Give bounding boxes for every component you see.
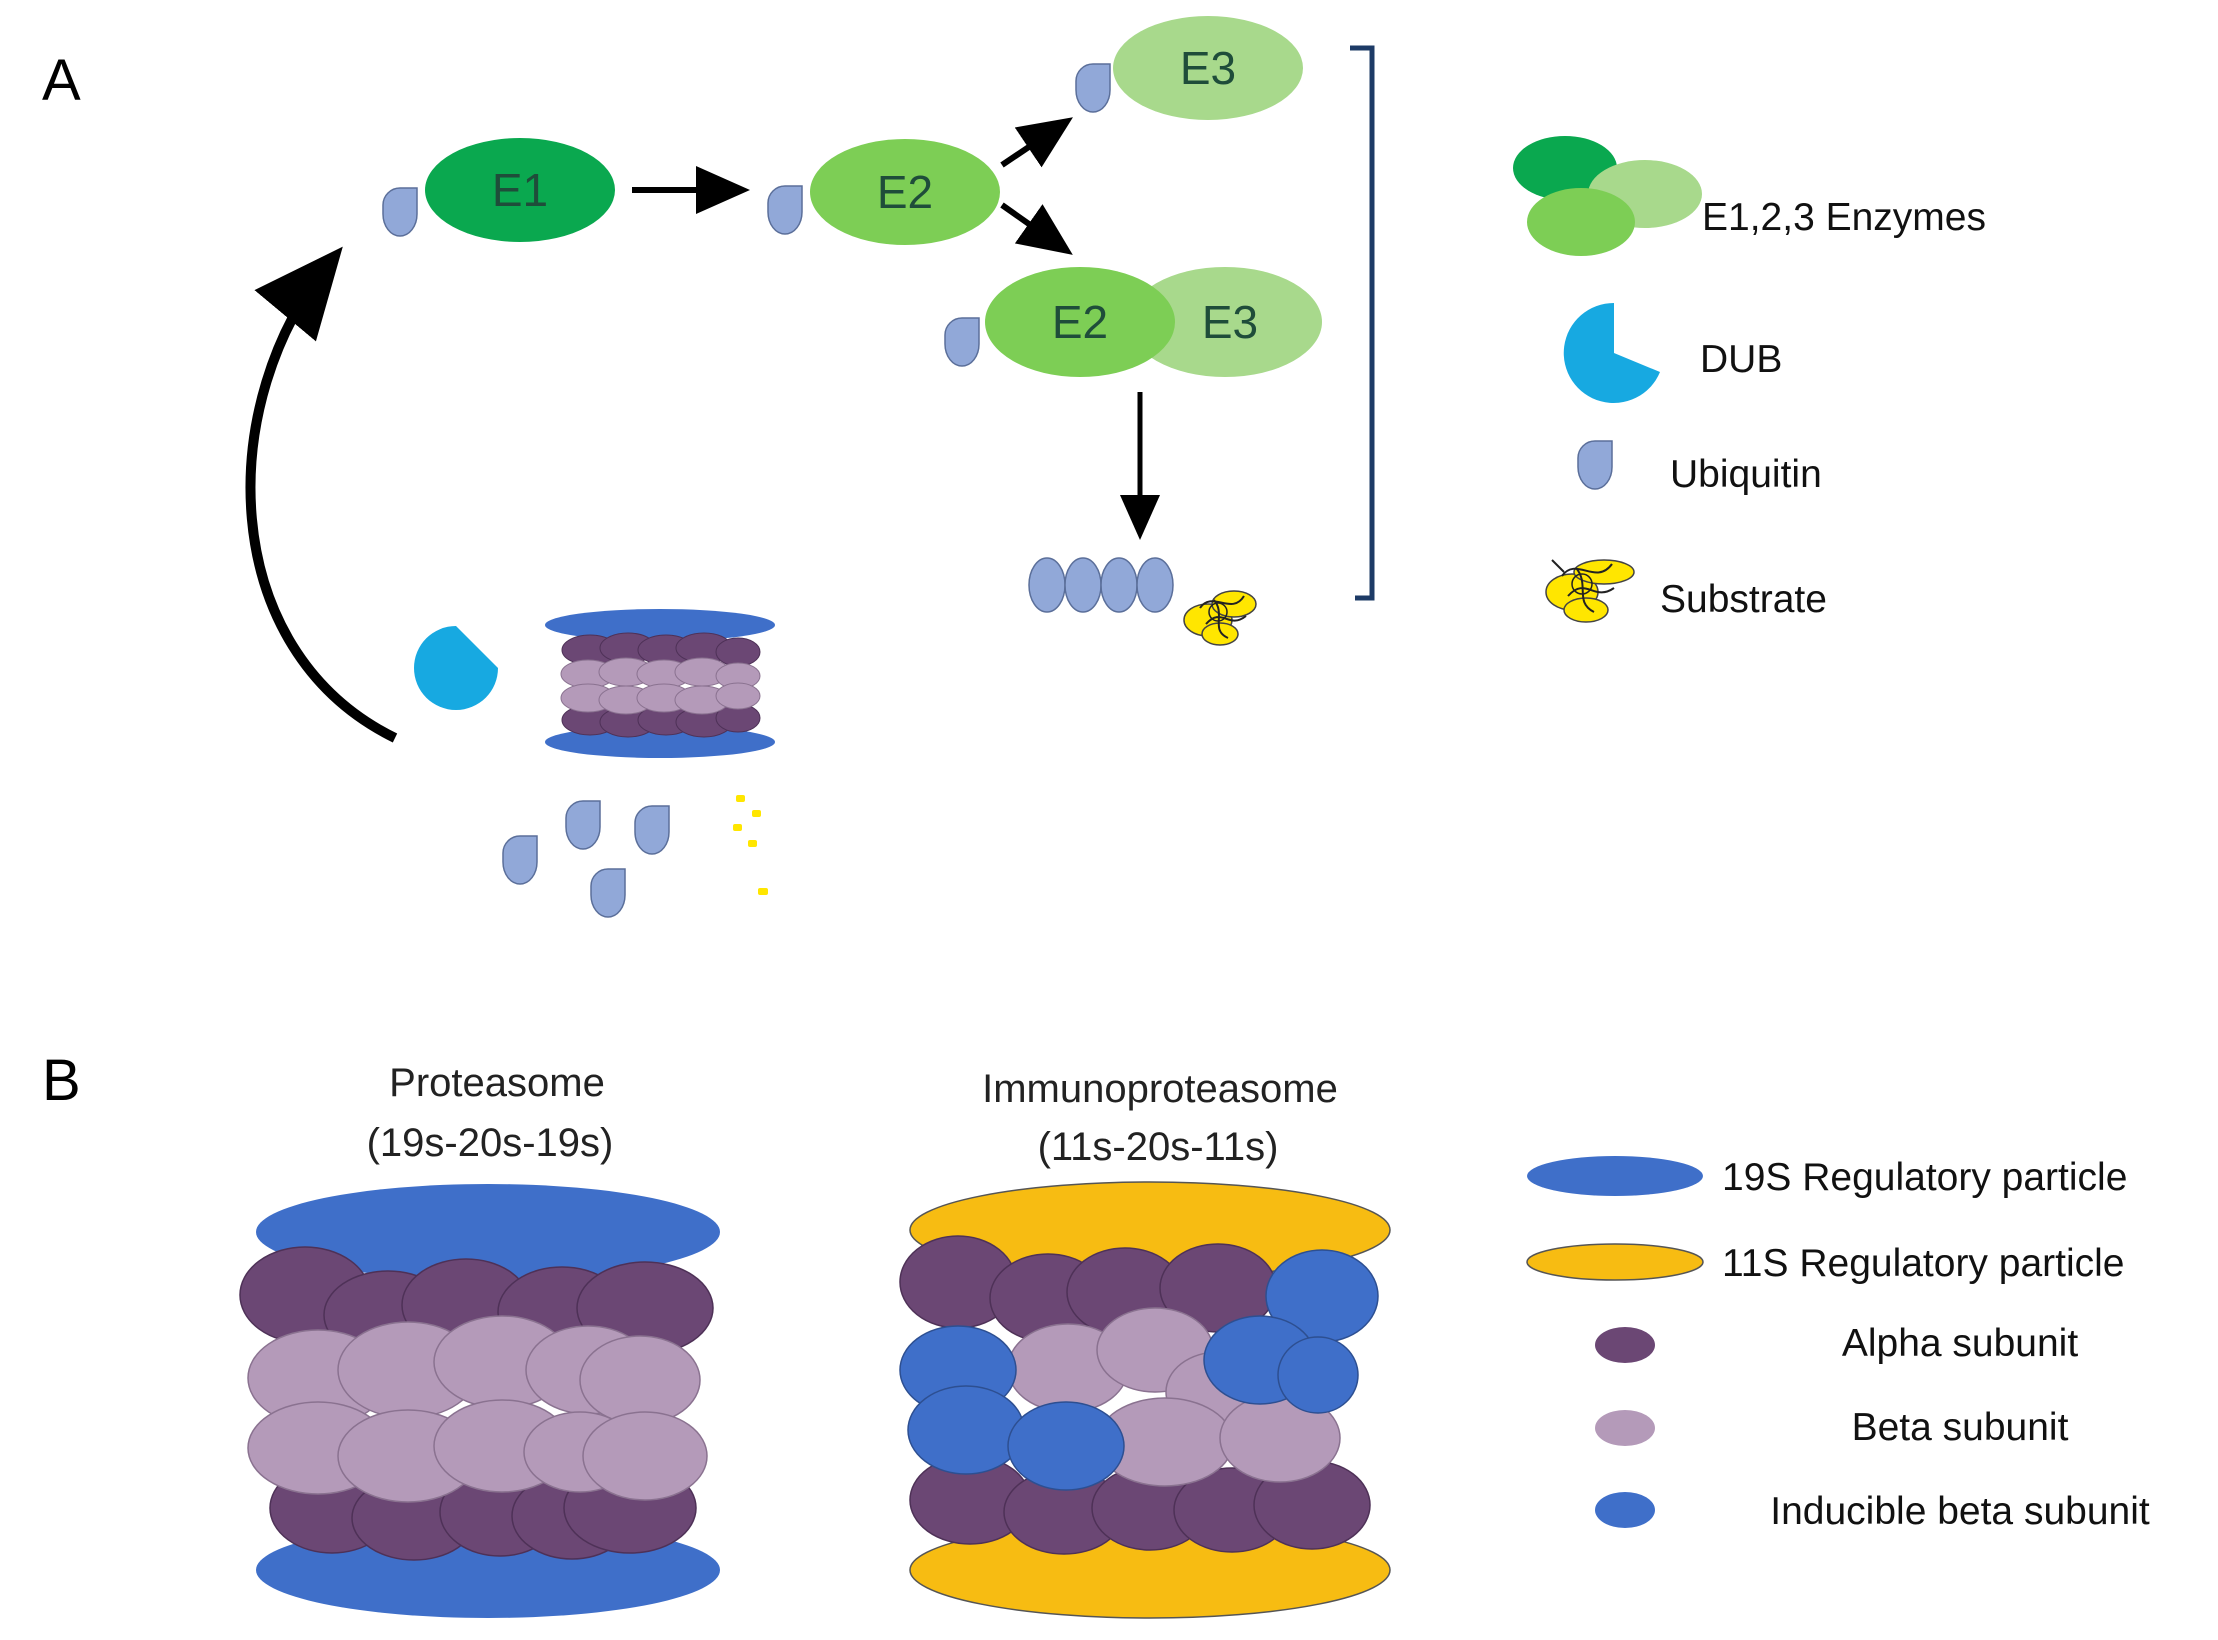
legend-inducible-label: Inducible beta subunit — [1770, 1490, 2150, 1533]
legend-substrate-label: Substrate — [1660, 578, 1827, 621]
legend-alpha-swatch — [1595, 1327, 1655, 1363]
released-ubiquitin-icon — [565, 800, 601, 850]
legend-enzymes-icon — [1513, 136, 1702, 256]
legend-19s-swatch — [1527, 1156, 1703, 1196]
peptide-fragments — [733, 795, 768, 895]
legend-inducible-swatch — [1595, 1492, 1655, 1528]
released-ubiquitin-icon — [634, 805, 670, 855]
legend-b: 19S Regulatory particle 11S Regulatory p… — [1526, 1156, 2150, 1533]
recycling-arrow — [245, 246, 398, 743]
ubiquitin-icon — [767, 185, 803, 235]
ubiquitin-icon — [382, 187, 418, 237]
ubiquitin-icon — [944, 317, 980, 367]
proteasome-title: Proteasome — [389, 1061, 605, 1105]
legend-a: E1,2,3 Enzymes DUB Ubiquitin Substrate — [1513, 136, 1986, 623]
legend-19s-label: 19S Regulatory particle — [1722, 1156, 2127, 1199]
ubiquitin-icon — [1075, 63, 1111, 113]
cycle-bracket — [1350, 45, 1375, 601]
e2-to-complex-arrow — [1000, 202, 1073, 255]
immunoproteasome-subtitle: (11s-20s-11s) — [1038, 1125, 1279, 1169]
legend-dub-icon — [1563, 302, 1660, 403]
complex-e2-label: E2 — [1052, 296, 1108, 348]
panel-a-label: A — [42, 48, 81, 113]
small-proteasome — [545, 609, 775, 758]
legend-enzymes-label: E1,2,3 Enzymes — [1702, 196, 1986, 239]
panel-b-label: B — [42, 1048, 81, 1113]
e3-enzyme: E3 — [1075, 16, 1303, 120]
legend-beta-label: Beta subunit — [1852, 1406, 2069, 1449]
legend-beta-swatch — [1595, 1410, 1655, 1446]
proteasome-top-19s-cap — [256, 1184, 720, 1280]
e2-label: E2 — [877, 166, 933, 218]
dub-icon — [414, 626, 498, 710]
legend-alpha-label: Alpha subunit — [1842, 1322, 2079, 1365]
e2-to-e3-arrow — [1000, 117, 1073, 168]
e1-enzyme: E1 — [382, 138, 615, 242]
e2-enzyme: E2 — [767, 139, 1000, 245]
e3-label: E3 — [1180, 42, 1236, 94]
immunoproteasome-title: Immunoproteasome — [982, 1067, 1338, 1111]
e1-label: E1 — [492, 164, 548, 216]
legend-11s-swatch — [1526, 1243, 1704, 1281]
legend-dub-label: DUB — [1700, 338, 1782, 381]
complex-e3-label: E3 — [1202, 296, 1258, 348]
proteasome-complex — [239, 1184, 720, 1618]
polyubiquitin-substrate — [1028, 557, 1257, 646]
legend-ubiquitin-icon — [1577, 440, 1613, 490]
substrate-icon — [1183, 590, 1257, 646]
legend-11s-label: 11S Regulatory particle — [1722, 1242, 2125, 1285]
legend-substrate-icon — [1545, 559, 1635, 623]
e2-e3-complex: E2 E3 — [944, 267, 1322, 377]
immunoproteasome-complex — [899, 1181, 1391, 1619]
proteasome-subtitle: (19s-20s-19s) — [367, 1121, 614, 1165]
released-ubiquitin-icon — [502, 835, 538, 885]
legend-ubiquitin-label: Ubiquitin — [1670, 453, 1822, 496]
released-ubiquitin-icon — [590, 868, 626, 918]
